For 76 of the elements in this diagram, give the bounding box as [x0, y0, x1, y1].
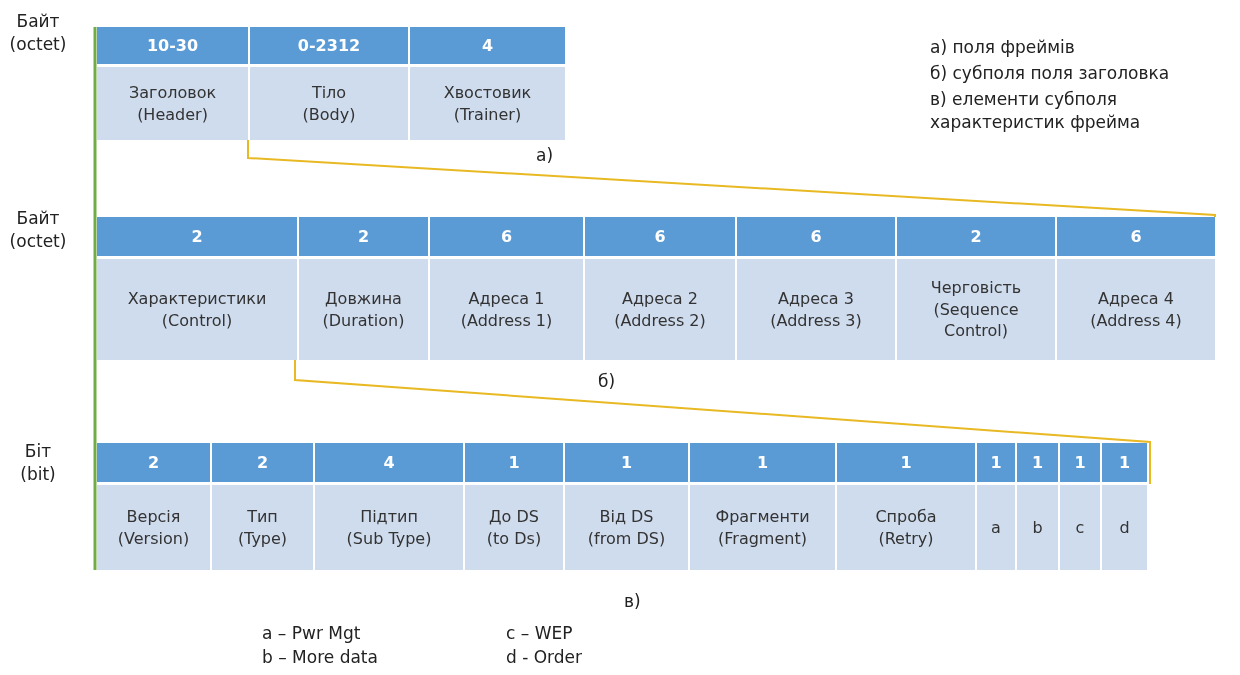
- key-note: c – WEP: [506, 622, 573, 645]
- field-size: 0-2312: [250, 27, 408, 67]
- field-size: 1: [837, 443, 975, 485]
- field-column: [565, 443, 690, 570]
- panel-letter: б): [598, 370, 616, 393]
- field-name: Заголовок (Header): [127, 81, 218, 126]
- field-size: 1: [465, 443, 563, 485]
- field-size: 4: [410, 27, 565, 67]
- field-column: [97, 443, 212, 570]
- field-name: Версія (Version): [116, 505, 191, 550]
- field-name: Адреса 2 (Address 2): [613, 287, 707, 332]
- key-note: b – More data: [262, 646, 378, 669]
- field-name: Від DS (from DS): [586, 505, 667, 550]
- field-name: c: [1074, 516, 1086, 539]
- field-column: [250, 27, 410, 140]
- field-column: [410, 27, 567, 140]
- field-size: 1: [690, 443, 835, 485]
- field-column: [430, 217, 585, 360]
- field-name: Черговість (Sequence Control): [929, 277, 1023, 343]
- field-size: 4: [315, 443, 463, 485]
- field-size: 10-30: [97, 27, 248, 67]
- field-name: Довжина (Duration): [321, 287, 406, 332]
- field-name: Тіло (Body): [301, 81, 357, 126]
- field-column: [1057, 217, 1217, 360]
- field-column: [1102, 443, 1149, 570]
- field-name: Адреса 3 (Address 3): [769, 287, 863, 332]
- unit-label: Байт (octet): [8, 10, 68, 56]
- field-name: d: [1118, 516, 1131, 539]
- field-column: [97, 217, 299, 360]
- field-column: [1017, 443, 1060, 570]
- field-name: a: [990, 516, 1002, 539]
- field-size: 1: [1060, 443, 1100, 485]
- field-name: Тип (Type): [236, 505, 289, 550]
- legend-note: в) елементи субполя характеристик фрейма: [930, 88, 1142, 134]
- field-column: [977, 443, 1017, 570]
- field-size: 6: [1057, 217, 1215, 259]
- field-size: 6: [737, 217, 895, 259]
- field-size: 2: [97, 443, 210, 485]
- field-column: [212, 443, 315, 570]
- key-note: a – Pwr Mgt: [262, 622, 361, 645]
- unit-label: Біт (bit): [19, 440, 57, 486]
- field-size: 2: [212, 443, 313, 485]
- field-column: [465, 443, 565, 570]
- field-size: 2: [897, 217, 1055, 259]
- field-name: Фрагменти (Fragment): [714, 505, 811, 550]
- legend-note: б) субполя поля заголовка: [930, 62, 1170, 85]
- field-name: Адреса 4 (Address 4): [1089, 287, 1183, 332]
- key-note: d - Order: [506, 646, 583, 669]
- field-size: 1: [1017, 443, 1058, 485]
- legend-note: а) поля фреймів: [930, 36, 1075, 59]
- field-name: Підтип (Sub Type): [345, 505, 433, 550]
- field-column: [585, 217, 737, 360]
- field-name: До DS (to Ds): [485, 505, 543, 550]
- field-size: 1: [977, 443, 1015, 485]
- panel-letter: а): [536, 144, 554, 167]
- field-column: [737, 217, 897, 360]
- field-name: Адреса 1 (Address 1): [459, 287, 554, 332]
- field-size: 2: [97, 217, 297, 259]
- unit-label: Байт (octet): [8, 207, 68, 253]
- field-name: Характеристики (Control): [126, 287, 268, 332]
- field-name: b: [1031, 516, 1044, 539]
- field-size: 6: [430, 217, 583, 259]
- field-column: [897, 217, 1057, 360]
- panel-letter: в): [624, 590, 641, 613]
- field-column: [315, 443, 465, 570]
- field-name: Хвостовик (Trainer): [442, 81, 533, 126]
- field-column: [97, 27, 250, 140]
- field-column: [837, 443, 977, 570]
- field-size: 1: [1102, 443, 1147, 485]
- field-size: 1: [565, 443, 688, 485]
- field-column: [1060, 443, 1102, 570]
- field-name: Спроба (Retry): [874, 505, 938, 550]
- field-size: 2: [299, 217, 428, 259]
- field-size: 6: [585, 217, 735, 259]
- field-column: [690, 443, 837, 570]
- field-column: [299, 217, 430, 360]
